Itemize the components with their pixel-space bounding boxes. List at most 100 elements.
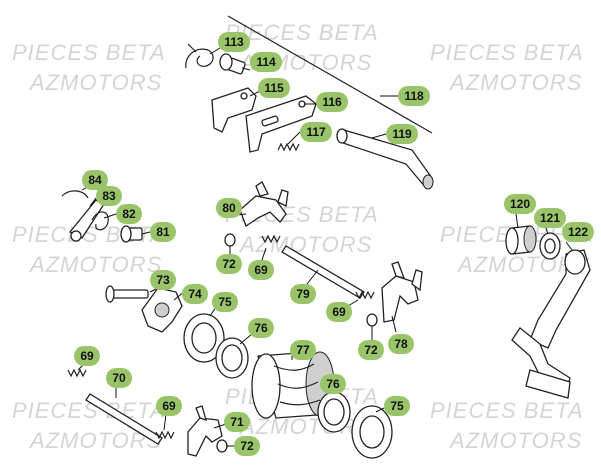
callout-71[interactable]: 71	[224, 412, 250, 432]
lower-fork-assembly	[67, 368, 228, 457]
plate-slot	[261, 115, 279, 127]
svg-text:84: 84	[88, 173, 102, 187]
svg-text:70: 70	[112, 371, 126, 385]
callout-75[interactable]: 75	[384, 396, 410, 416]
callout-84[interactable]: 84	[82, 170, 108, 190]
svg-text:71: 71	[230, 415, 244, 429]
spring-clip-113	[185, 43, 214, 69]
fork-shaft-assembly	[224, 181, 423, 327]
lever-pivot	[70, 230, 82, 242]
fork-finger	[255, 181, 269, 197]
callout-80[interactable]: 80	[216, 198, 242, 218]
pin-72	[224, 233, 236, 247]
spring-wire-84	[61, 190, 89, 199]
svg-text:122: 122	[568, 225, 588, 239]
washer-76-lower	[317, 391, 351, 433]
watermark-line1: PIECES BETA	[430, 40, 584, 65]
svg-text:116: 116	[322, 95, 342, 109]
callout-79[interactable]: 79	[290, 284, 316, 304]
callout-117[interactable]: 117	[300, 122, 332, 142]
callout-72[interactable]: 72	[216, 254, 242, 274]
fork-80	[239, 195, 287, 227]
callout-73[interactable]: 73	[150, 270, 176, 290]
callout-72[interactable]: 72	[358, 340, 384, 360]
shaft-79	[281, 245, 365, 299]
svg-text:118: 118	[404, 89, 424, 103]
svg-text:73: 73	[156, 273, 170, 287]
fork-finger	[195, 405, 207, 422]
bearing-75-lower	[351, 405, 393, 459]
callout-122[interactable]: 122	[562, 222, 594, 242]
plate-hole	[240, 92, 248, 100]
callout-82[interactable]: 82	[116, 204, 142, 224]
callouts: 113 114 115 116 117 118 119 84 83 82 81 …	[74, 32, 594, 456]
svg-text:113: 113	[224, 35, 244, 49]
callout-121[interactable]: 121	[534, 208, 566, 228]
selector-drum-assembly	[105, 285, 249, 379]
pin-72	[216, 439, 228, 453]
watermark-bottom-right: PIECES BETA AZMOTORS	[430, 398, 584, 453]
callout-120[interactable]: 120	[504, 194, 536, 214]
svg-text:119: 119	[392, 127, 412, 141]
drum-grooves	[273, 363, 321, 406]
assembly-bracket-line	[227, 15, 433, 134]
spring-117	[277, 142, 300, 152]
svg-text:121: 121	[540, 211, 560, 225]
callout-72[interactable]: 72	[234, 436, 260, 456]
callout-78[interactable]: 78	[388, 334, 414, 354]
washer-76-upper	[215, 337, 249, 379]
watermark-top-left: PIECES BETA AZMOTORS	[12, 40, 166, 95]
callout-70[interactable]: 70	[106, 368, 132, 388]
callout-113[interactable]: 113	[218, 32, 250, 52]
star-wheel-hub	[154, 302, 170, 318]
svg-text:72: 72	[364, 343, 378, 357]
callout-69[interactable]: 69	[326, 302, 352, 322]
callout-69[interactable]: 69	[156, 396, 182, 416]
svg-text:82: 82	[122, 207, 136, 221]
watermark-line1: PIECES BETA	[225, 20, 379, 45]
svg-text:77: 77	[296, 343, 310, 357]
callout-76[interactable]: 76	[248, 318, 274, 338]
callout-69[interactable]: 69	[74, 346, 100, 366]
callout-76[interactable]: 76	[320, 374, 346, 394]
callout-77[interactable]: 77	[290, 340, 316, 360]
svg-text:74: 74	[188, 287, 202, 301]
callout-116[interactable]: 116	[316, 92, 348, 112]
bolt-114	[219, 53, 246, 75]
watermark-line1: PIECES BETA	[430, 398, 584, 423]
watermark-line2: AZMOTORS	[448, 428, 582, 453]
watermark-line1: PIECES BETA	[12, 40, 166, 65]
svg-text:69: 69	[80, 349, 94, 363]
washer-121	[539, 232, 561, 260]
watermark-line2: AZMOTORS	[28, 252, 162, 277]
watermark-line2: AZMOTORS	[238, 232, 372, 257]
svg-text:81: 81	[156, 225, 170, 239]
callout-114[interactable]: 114	[250, 52, 282, 72]
callout-83[interactable]: 83	[96, 186, 122, 206]
spring-69	[261, 234, 281, 244]
callout-74[interactable]: 74	[182, 284, 208, 304]
watermark-line2: AZMOTORS	[28, 70, 162, 95]
callout-119[interactable]: 119	[386, 124, 418, 144]
svg-text:115: 115	[264, 81, 284, 95]
svg-text:69: 69	[162, 399, 176, 413]
callout-81[interactable]: 81	[150, 222, 176, 242]
callout-118[interactable]: 118	[398, 86, 430, 106]
svg-text:114: 114	[256, 55, 276, 69]
callout-75[interactable]: 75	[212, 292, 238, 312]
svg-text:76: 76	[326, 377, 340, 391]
spring-69	[67, 368, 87, 378]
svg-text:78: 78	[394, 337, 408, 351]
callout-69[interactable]: 69	[248, 260, 274, 280]
svg-text:76: 76	[254, 321, 268, 335]
bearing-75-upper	[183, 313, 225, 363]
svg-text:69: 69	[332, 305, 346, 319]
fork-finger	[277, 189, 289, 207]
kickstart-assembly	[505, 225, 591, 399]
callout-115[interactable]: 115	[258, 78, 290, 98]
pin-72	[366, 313, 378, 327]
fork-finger	[411, 269, 423, 292]
fork-finger	[391, 261, 406, 279]
